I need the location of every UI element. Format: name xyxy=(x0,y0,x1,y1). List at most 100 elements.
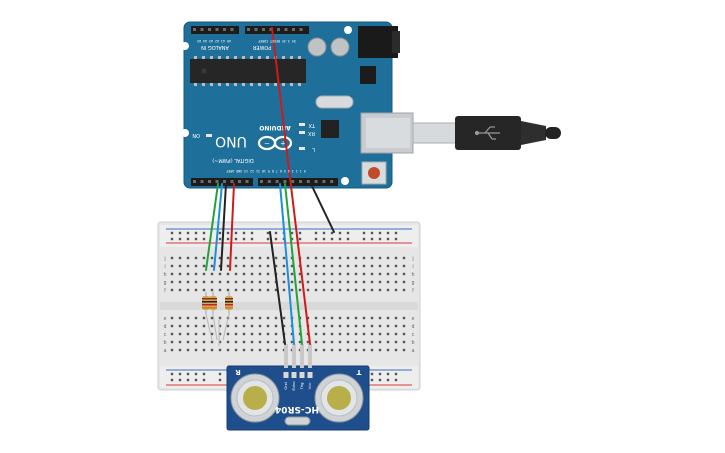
breadboard-hole xyxy=(274,256,278,260)
breadboard-hole xyxy=(210,340,214,344)
row-letter: g xyxy=(164,280,167,286)
breadboard-hole xyxy=(378,288,382,292)
rail-hole xyxy=(394,372,398,376)
breadboard-hole xyxy=(186,332,190,336)
breadboard-hole xyxy=(298,280,302,284)
breadboard-hole xyxy=(322,316,326,320)
breadboard-hole xyxy=(170,316,174,320)
breadboard-hole xyxy=(210,288,214,292)
breadboard-hole xyxy=(186,256,190,260)
chip-notch xyxy=(201,68,207,74)
rail-hole xyxy=(370,372,374,376)
breadboard-hole xyxy=(178,272,182,276)
resistor xyxy=(225,292,233,314)
header-pin xyxy=(275,180,279,183)
row-letter: j xyxy=(163,256,165,262)
breadboard-hole xyxy=(258,264,262,268)
breadboard-hole xyxy=(338,324,342,328)
transducer-transmitter-mesh xyxy=(327,386,351,410)
rail-hole xyxy=(186,231,190,235)
sensor-pin-pad xyxy=(299,372,305,378)
header-pin xyxy=(200,28,204,31)
chip-leg xyxy=(282,56,285,59)
breadboard-hole xyxy=(226,280,230,284)
power-header-label: POWER xyxy=(252,44,271,50)
breadboard-hole xyxy=(226,348,230,352)
infinity-logo-icon: − + xyxy=(257,135,293,151)
breadboard-hole xyxy=(354,264,358,268)
rail-hole xyxy=(330,231,334,235)
breadboard-hole xyxy=(186,288,190,292)
breadboard-hole xyxy=(218,348,222,352)
rail-hole xyxy=(274,231,278,235)
breadboard-hole xyxy=(282,280,286,284)
breadboard-hole xyxy=(354,316,358,320)
row-letter: f xyxy=(412,288,414,294)
wire-red-led xyxy=(229,183,235,271)
breadboard-hole xyxy=(370,272,374,276)
breadboard-hole xyxy=(402,324,406,328)
header-pin xyxy=(223,180,226,183)
breadboard-hole xyxy=(274,340,278,344)
usb-symbol-icon xyxy=(474,126,500,140)
sensor-pin-label: Vcc xyxy=(307,383,312,390)
chip-leg xyxy=(250,56,253,59)
breadboard-hole xyxy=(394,272,398,276)
rail-hole xyxy=(194,372,198,376)
breadboard-hole xyxy=(186,324,190,328)
breadboard-hole xyxy=(170,332,174,336)
breadboard-hole xyxy=(258,288,262,292)
breadboard-hole xyxy=(210,264,214,268)
breadboard-hole xyxy=(218,332,222,336)
row-letter: f xyxy=(164,288,166,294)
chip-leg xyxy=(194,56,197,59)
breadboard-hole xyxy=(170,272,174,276)
breadboard-hole xyxy=(370,348,374,352)
breadboard-hole xyxy=(178,340,182,344)
breadboard-hole xyxy=(274,332,278,336)
sensor-pin-label: Trig xyxy=(299,383,304,390)
breadboard-hole xyxy=(266,272,270,276)
breadboard-hole xyxy=(242,288,246,292)
breadboard-hole xyxy=(202,340,206,344)
breadboard-hole xyxy=(250,256,254,260)
breadboard-hole xyxy=(178,348,182,352)
header-pin xyxy=(230,180,234,183)
breadboard-hole xyxy=(314,348,318,352)
breadboard-hole xyxy=(274,264,278,268)
dc-power-jack xyxy=(358,26,398,58)
rail-hole xyxy=(394,237,398,241)
rail-hole xyxy=(386,372,390,376)
breadboard-hole xyxy=(338,272,342,276)
breadboard-hole xyxy=(250,324,254,328)
breadboard-hole xyxy=(250,288,254,292)
breadboard-hole xyxy=(386,316,390,320)
breadboard-hole xyxy=(242,324,246,328)
transmitter-label: T xyxy=(356,368,361,376)
row-letter: b xyxy=(412,340,415,346)
reset-button-cap[interactable] xyxy=(368,167,380,179)
rail-hole xyxy=(370,231,374,235)
breadboard-hole xyxy=(210,324,214,328)
breadboard-hole xyxy=(402,348,406,352)
breadboard-hole xyxy=(306,256,310,260)
rail-hole xyxy=(378,237,382,241)
rail-hole xyxy=(290,231,294,235)
breadboard-hole xyxy=(266,348,270,352)
breadboard-hole xyxy=(194,256,198,260)
breadboard-hole xyxy=(282,256,286,260)
header-pin xyxy=(291,180,295,183)
breadboard-hole xyxy=(202,272,206,276)
breadboard-hole xyxy=(370,288,374,292)
rail-hole xyxy=(170,372,174,376)
breadboard-hole xyxy=(314,332,318,336)
row-letter: e xyxy=(412,316,415,322)
transducer-receiver-mesh xyxy=(243,386,267,410)
breadboard-hole xyxy=(346,340,350,344)
breadboard-hole xyxy=(322,280,326,284)
breadboard-hole xyxy=(314,316,318,320)
brand-label: ARDUINO xyxy=(259,124,290,131)
tx-led xyxy=(299,123,305,126)
rail-hole xyxy=(170,378,174,382)
